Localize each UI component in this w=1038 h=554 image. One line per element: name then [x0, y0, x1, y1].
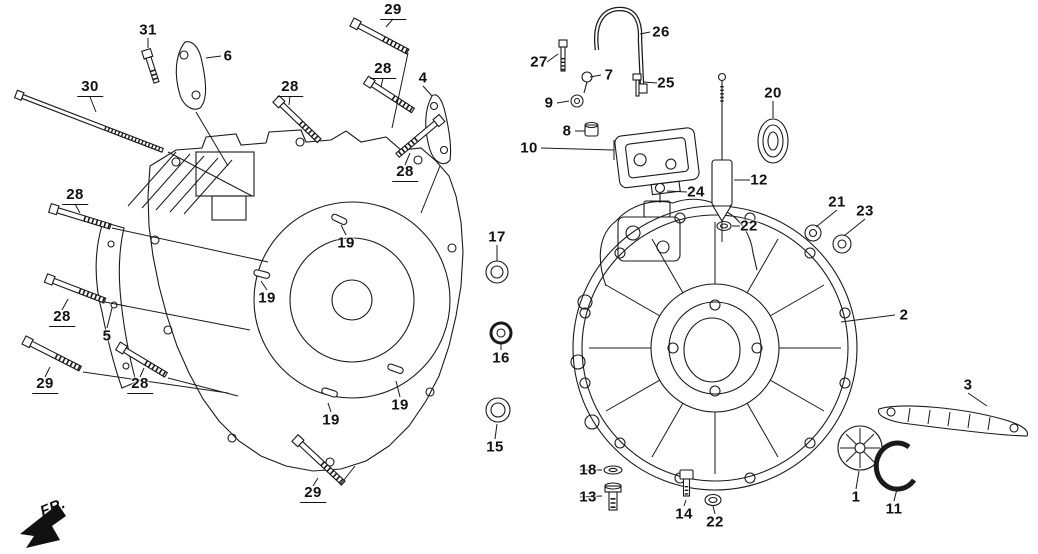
part-number-label-10: 10 [520, 139, 538, 157]
part-number-label-6: 6 [223, 47, 233, 65]
part-number-label-4: 4 [418, 69, 428, 87]
fr-arrow-icon [20, 504, 66, 548]
part-number-label-29: 29 [300, 485, 326, 503]
part-number-label-22: 22 [740, 217, 758, 235]
dowel-pin-drawings [253, 213, 404, 398]
part-number-label-28: 28 [370, 61, 396, 79]
arm-3-drawing [877, 405, 1029, 437]
small-fasteners-drawing [558, 39, 642, 137]
part-number-label-26: 26 [652, 23, 670, 41]
part-number-label-19: 19 [322, 411, 340, 429]
part-number-label-28: 28 [277, 79, 303, 97]
part-number-label-23: 23 [856, 202, 874, 220]
drain-bolt-washer-drawing [603, 465, 722, 511]
leader-lines [44, 18, 988, 515]
rotor-drawing [837, 425, 883, 471]
part-number-label-27: 27 [530, 53, 548, 71]
part-number-label-12: 12 [750, 171, 768, 189]
part-number-label-25: 25 [657, 74, 675, 92]
plug-column-drawing [485, 260, 513, 423]
part-number-label-3: 3 [963, 376, 973, 394]
right-housing-drawing [570, 198, 858, 491]
part-number-label-1: 1 [851, 488, 861, 506]
part-number-label-14: 14 [675, 505, 693, 523]
bracket-6-drawing [175, 41, 207, 110]
misc-seals-drawing [654, 118, 852, 254]
part-number-label-18: 18 [579, 461, 597, 479]
part-number-label-28: 28 [62, 187, 88, 205]
part-number-label-17: 17 [488, 228, 506, 246]
part-number-label-28: 28 [127, 376, 153, 394]
part-number-label-9: 9 [544, 94, 554, 112]
part-number-label-28: 28 [392, 164, 418, 182]
part-number-label-8: 8 [562, 122, 572, 140]
gasket-plate-drawing [95, 221, 137, 389]
bolt-drawings [13, 17, 446, 486]
part-number-label-2: 2 [899, 306, 909, 324]
part-number-label-5: 5 [102, 327, 112, 345]
snap-ring-drawing [873, 440, 917, 492]
part-number-label-21: 21 [828, 193, 846, 211]
part-number-label-7: 7 [604, 66, 614, 84]
part-number-label-20: 20 [764, 84, 782, 102]
part-number-label-29: 29 [380, 2, 406, 20]
part-number-label-16: 16 [492, 349, 510, 367]
part-number-label-22: 22 [706, 513, 724, 531]
part-number-label-13: 13 [579, 488, 597, 506]
part-number-label-28: 28 [49, 309, 75, 327]
left-case-drawing [127, 129, 464, 472]
part-number-label-19: 19 [337, 234, 355, 252]
part-number-label-15: 15 [486, 438, 504, 456]
part-number-label-29: 29 [32, 376, 58, 394]
part-number-label-24: 24 [687, 183, 705, 201]
part-number-label-19: 19 [391, 396, 409, 414]
part-number-label-30: 30 [77, 79, 103, 97]
part-number-label-31: 31 [139, 21, 157, 39]
control-box-drawing [614, 127, 700, 196]
part-number-label-19: 19 [258, 289, 276, 307]
part-number-label-11: 11 [885, 500, 903, 518]
shaft-12-drawing [711, 72, 733, 223]
